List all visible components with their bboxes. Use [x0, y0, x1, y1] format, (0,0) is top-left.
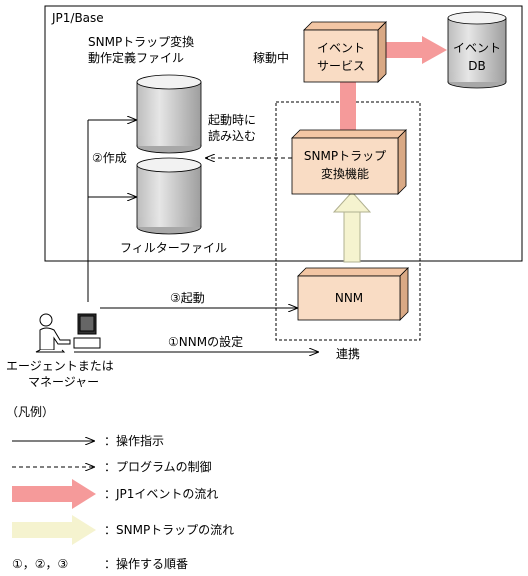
legend-item-snmp-trap: ：SNMPトラップの流れ — [104, 523, 234, 537]
event-service-box — [303, 21, 387, 83]
cream-arrow-up — [332, 191, 372, 263]
snmp-def-file-label-1: SNMPトラップ変換 — [88, 34, 194, 49]
legend-cream-arrow — [12, 515, 96, 545]
read-on-start-label-1: 起動時に — [208, 113, 256, 127]
event-service-label-2: サービス — [317, 59, 365, 73]
jp1-base-label: JP1/Base — [51, 11, 104, 25]
jp1-base-frame — [44, 5, 523, 262]
legend-pink-arrow — [12, 479, 96, 509]
pink-arrow-vertical — [340, 72, 356, 130]
start-label: ③起動 — [170, 291, 205, 305]
legend-item-operation: ：操作指示 — [104, 433, 164, 448]
event-db-label-2: DB — [468, 59, 485, 73]
link-label: 連携 — [336, 346, 360, 361]
legend-title: （凡例） — [6, 405, 54, 419]
legend-item-program-control: ：プログラムの制御 — [104, 459, 212, 474]
pink-arrow-horizontal — [378, 36, 447, 64]
legend-numbers-symbol: ①，②，③ — [12, 557, 68, 571]
nnm-label: NNM — [335, 291, 363, 305]
create-label: ②作成 — [92, 151, 127, 165]
snmp-def-file-label-2: 動作定義ファイル — [88, 50, 184, 65]
event-db-label-1: イベント — [453, 41, 501, 55]
running-label: 稼動中 — [253, 50, 289, 65]
snmp-converter-label-2: 変換機能 — [321, 166, 369, 181]
filter-file-label: フィルターファイル — [120, 241, 227, 255]
legend-item-order: ：操作する順番 — [104, 556, 188, 571]
event-db-cylinder — [447, 11, 507, 89]
agent-computer-icon — [35, 313, 101, 353]
read-on-start-label-2: 読み込む — [208, 128, 256, 143]
agent-label-2: マネージャー — [28, 375, 99, 389]
nnm-setting-label: ①NNMの設定 — [168, 334, 243, 349]
filter-file-cylinder — [136, 157, 202, 235]
legend-item-jp1-event: ：JP1イベントの流れ — [104, 487, 218, 501]
snmp-def-file-cylinder — [136, 74, 202, 154]
event-service-label-1: イベント — [317, 41, 365, 55]
nnm-box — [297, 267, 409, 321]
agent-label-1: エージェントまたは — [6, 359, 114, 373]
snmp-converter-label-1: SNMPトラップ — [304, 149, 386, 163]
snmp-converter-box — [291, 129, 407, 195]
